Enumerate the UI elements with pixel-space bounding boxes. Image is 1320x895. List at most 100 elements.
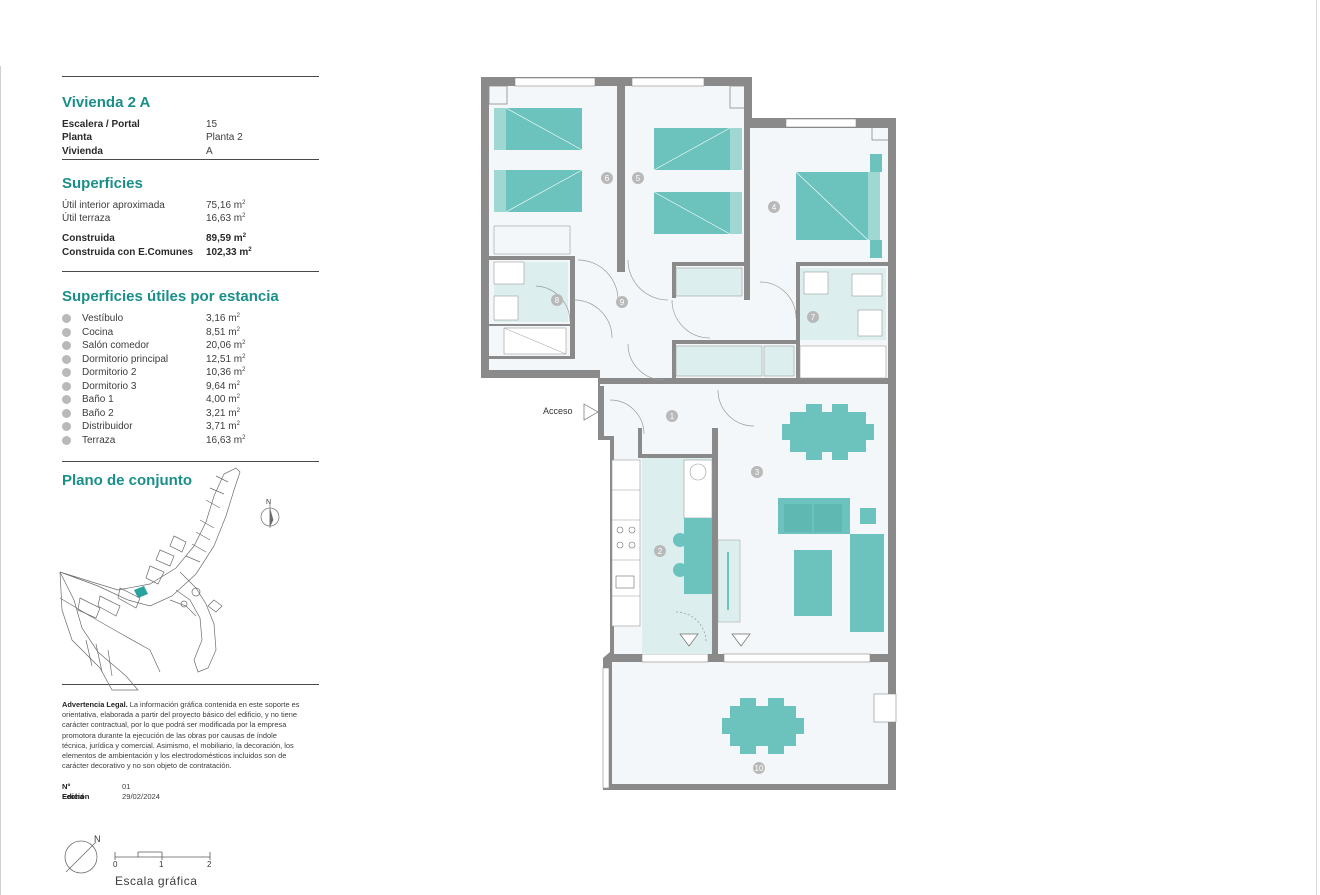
- divider: [62, 684, 319, 685]
- bath-floor: [800, 268, 886, 340]
- shower: [503, 327, 567, 355]
- kitchen-counter: [611, 459, 641, 627]
- compass: [64, 840, 98, 874]
- room-marker: [753, 762, 765, 774]
- room-marker: [768, 201, 780, 213]
- edition-label: Nº Edición: [62, 782, 90, 801]
- bed-pillow: [494, 108, 506, 150]
- room-name: Dormitorio principal: [82, 353, 169, 365]
- bed: [494, 170, 582, 212]
- room-name: Dormitorio 3: [82, 380, 137, 392]
- divider: [62, 159, 319, 160]
- compass-north-label: N: [94, 834, 101, 844]
- scale-tick-1: 1: [159, 860, 164, 869]
- room-marker: [807, 311, 819, 323]
- bath-floor: [494, 262, 568, 322]
- terrace-floor: [612, 662, 888, 784]
- room-number-badge: [62, 395, 71, 404]
- area-value: 89,59 m2: [206, 233, 247, 244]
- detail-label: Planta: [62, 132, 93, 143]
- window: [602, 667, 610, 789]
- area-label: Construida: [62, 233, 115, 244]
- room-number-badge: [62, 381, 71, 391]
- entrance-marker: [583, 403, 599, 421]
- divider: [62, 271, 319, 272]
- room-marker-label: 3: [755, 468, 760, 477]
- site-highlight-building: [134, 586, 148, 598]
- kitchen-island: [684, 518, 712, 594]
- sofa: [778, 498, 850, 534]
- date-value: 29/02/2024: [122, 792, 161, 801]
- window-marker: [679, 633, 699, 647]
- terrace-chairs: [722, 698, 804, 754]
- bed-pillow: [730, 128, 742, 170]
- room-marker: [666, 410, 678, 422]
- edition-value: 01: [122, 782, 131, 791]
- sofa-cushion: [784, 504, 812, 532]
- wardrobe: [675, 345, 763, 377]
- bed-fold-line: [505, 169, 583, 213]
- unit-title: Vivienda 2 A: [62, 94, 151, 111]
- double-bed: [796, 172, 880, 240]
- room-name: Terraza: [82, 434, 116, 446]
- date-label: Fecha: [62, 792, 84, 801]
- exterior-walls: [481, 77, 896, 790]
- wardrobe: [763, 345, 795, 377]
- room-area: 20,06 m2: [206, 340, 246, 351]
- area-label: Construida con E.Comunes: [62, 247, 194, 258]
- room-marker: [632, 172, 644, 184]
- room-area: 12,51 m2: [206, 353, 246, 365]
- bed-fold-line: [653, 127, 731, 171]
- washing-machine-drum: [689, 463, 707, 481]
- bed-fold-line: [795, 171, 869, 241]
- toilet: [493, 295, 519, 321]
- room-name: Baño 1: [82, 394, 114, 405]
- column: [871, 121, 891, 141]
- area-label: Útil terraza: [62, 213, 111, 224]
- room-area: 3,71 m2: [206, 421, 240, 432]
- frame-right-border: [1316, 0, 1317, 895]
- window: [723, 653, 871, 663]
- sink: [615, 575, 635, 589]
- room-marker-label: 2: [658, 547, 663, 556]
- room-area: 9,64 m2: [206, 380, 240, 392]
- room-marker-label: 10: [755, 764, 764, 773]
- scale-bar: [114, 851, 211, 860]
- bed: [654, 128, 742, 170]
- frame-left-border: [0, 66, 1, 895]
- room-number-badge: [62, 314, 71, 323]
- window-marker: [731, 633, 751, 647]
- kitchen-floor: [642, 458, 712, 654]
- detail-value: A: [206, 146, 213, 157]
- nightstand: [870, 240, 882, 258]
- conjunto-title: Plano de conjunto: [62, 472, 192, 489]
- room-marker-label: 7: [811, 313, 816, 322]
- area-value: 102,33 m2: [206, 247, 252, 258]
- room-name: Baño 2: [82, 407, 114, 419]
- room-number-badge: [62, 435, 71, 445]
- shower-line: [503, 327, 567, 355]
- dining-chairs: [782, 404, 874, 460]
- window: [785, 118, 857, 128]
- wardrobe: [675, 267, 743, 297]
- room-marker: [751, 466, 763, 478]
- room-marker: [551, 294, 563, 306]
- room-name: Distribuidor: [82, 421, 133, 432]
- window: [631, 77, 705, 87]
- estancias-title: Superficies útiles por estancia: [62, 288, 279, 305]
- room-area: 10,36 m2: [206, 367, 246, 378]
- bathtub: [799, 345, 887, 379]
- terrace-pillar: [873, 693, 897, 723]
- legal-text: La información gráfica contenida en este…: [62, 700, 300, 771]
- room-number-badge: [62, 354, 71, 364]
- interior-walls: [489, 86, 896, 654]
- superficies-title: Superficies: [62, 175, 143, 192]
- nightstand: [870, 154, 882, 172]
- coffee-table: [794, 550, 832, 616]
- room-area: 8,51 m2: [206, 326, 240, 338]
- bed: [654, 192, 742, 234]
- floor-fill: [489, 86, 888, 654]
- terrace-table: [730, 706, 796, 746]
- bidet: [857, 309, 883, 337]
